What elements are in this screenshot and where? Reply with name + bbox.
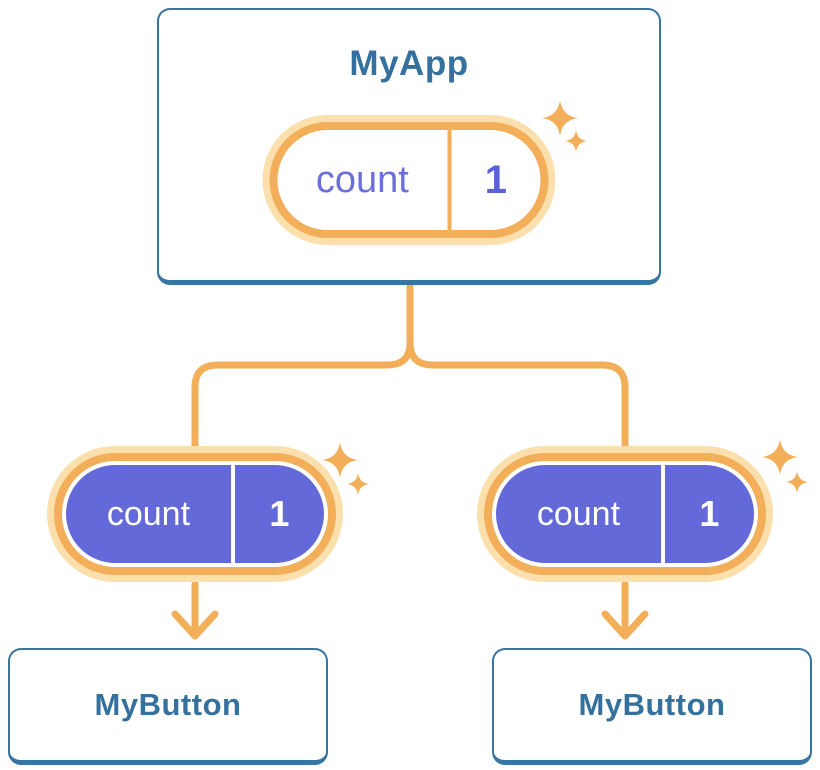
mybutton-card-left: MyButton <box>8 648 328 765</box>
prop-pill-ring: count 1 <box>484 453 766 575</box>
prop-pill-right: count 1 <box>477 446 773 582</box>
branch-right-line <box>406 283 629 456</box>
pill-key-label: count <box>66 465 231 563</box>
pill-key-label: count <box>315 158 409 201</box>
mybutton-card-right: MyButton <box>492 648 812 765</box>
state-pill-ring: count 1 <box>269 122 549 238</box>
arrow-down-right-icon <box>601 580 649 640</box>
component-title: MyApp <box>349 44 469 83</box>
pill-divider <box>447 130 452 230</box>
pill-value: 1 <box>484 157 507 202</box>
state-pill: count 1 <box>262 115 556 245</box>
arrow-down-left-icon <box>171 580 219 640</box>
pill-value: 1 <box>234 465 324 563</box>
pill-key-label: count <box>496 465 661 563</box>
prop-pill-ring: count 1 <box>54 453 336 575</box>
prop-pill-body: count 1 <box>496 465 754 563</box>
myapp-card: MyApp count 1 <box>157 8 661 285</box>
prop-pill-body: count 1 <box>66 465 324 563</box>
component-title: MyButton <box>94 687 242 722</box>
sparkle-icon <box>762 439 808 493</box>
component-title: MyButton <box>578 687 726 722</box>
pill-value: 1 <box>664 465 754 563</box>
prop-pill-left: count 1 <box>47 446 343 582</box>
branch-left-line <box>191 283 414 456</box>
